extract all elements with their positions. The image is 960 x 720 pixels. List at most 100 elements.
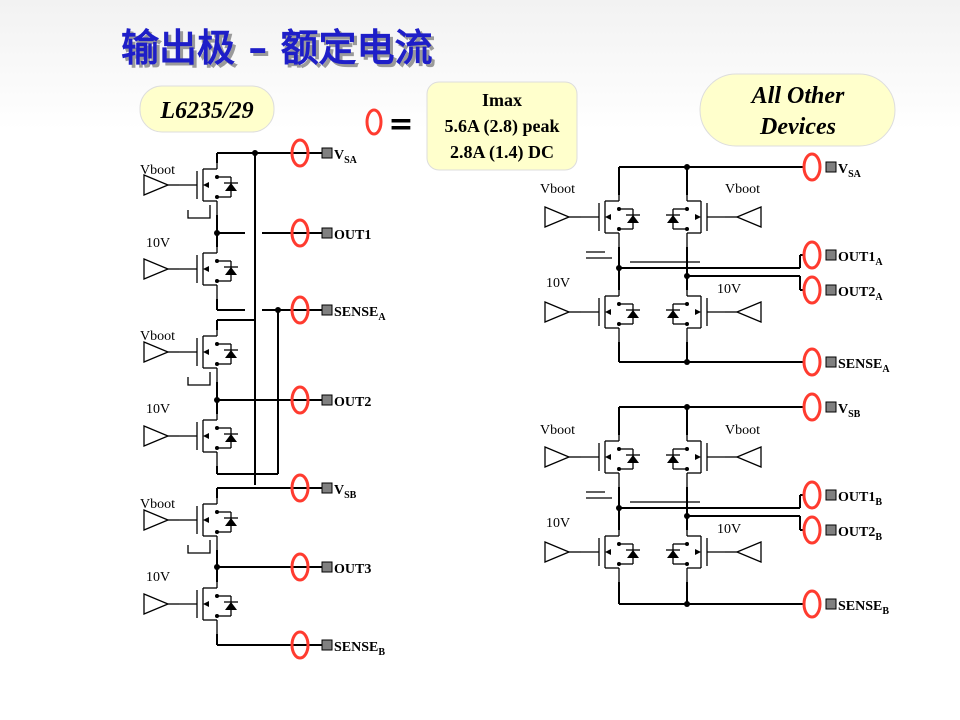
pin-label: OUT2 [838,285,875,300]
vboot-label: Vboot [140,329,175,344]
pin-label: V [334,483,344,498]
svg-text:SENSEA: SENSEA [334,305,386,323]
current-ring-icon [802,392,822,422]
svg-text:OUT1B: OUT1B [838,490,882,508]
current-ring-icon [290,473,310,503]
current-ring-icon [290,385,310,415]
pin-out3: OUT3 [290,552,371,582]
pin-out2a: OUT2A [802,275,883,305]
pin-label: OUT2 [838,525,875,540]
pin-label: SENSE [334,305,378,320]
pin-label: V [838,402,848,417]
pin-vsb: VSB [802,392,861,422]
pin-vsb: VSB [290,473,357,503]
svg-text:VSA: VSA [334,148,358,166]
vboot-label: Vboot [725,182,760,197]
right-label-line2: Devices [759,114,836,140]
current-ring-icon [802,480,822,510]
pin-sub: B [875,497,882,508]
current-ring-icon [290,138,310,168]
pin-label: OUT2 [334,395,371,410]
svg-text:OUT1: OUT1 [334,228,371,243]
pin-label: SENSE [334,640,378,655]
pin-label: OUT1 [334,228,371,243]
current-ring-icon [802,515,822,545]
pin-label: V [334,148,344,163]
pin-label: V [838,162,848,177]
imax-peak: 5.6A (2.8) peak [444,116,559,137]
left-circuit: Vboot 10V Vboot 10V Vboot 10V VSA OUT1 S… [140,138,386,660]
pin-sensea: SENSEA [802,347,890,377]
current-ring-icon [290,552,310,582]
current-ring-icon [802,347,822,377]
left-label-box [139,85,275,133]
right-circuit-b: Vboot Vboot 10V 10V VSB OUT1B OUT2B SENS… [540,392,889,619]
svg-text:VSA: VSA [838,162,862,180]
svg-text:OUT1A: OUT1A [838,250,883,268]
imax-box [426,81,578,171]
svg-text:OUT3: OUT3 [334,562,371,577]
imax-heading: Imax [482,90,522,110]
vboot-label: Vboot [540,423,575,438]
pin-sub: SA [344,155,358,166]
svg-text:OUT2: OUT2 [334,395,371,410]
svg-text:SENSEB: SENSEB [334,640,385,658]
v10-label: 10V [146,402,170,417]
v10-label: 10V [717,522,741,537]
page-title-shadow: 输出极 – 额定电流 [124,29,435,73]
pin-sub: SA [848,169,862,180]
current-ring-icon [802,589,822,619]
imax-dc: 2.8A (1.4) DC [450,142,554,163]
equals-sign: = [388,107,413,142]
pin-out1b: OUT1B [802,480,882,510]
pin-sub: SB [344,490,357,501]
page-title: 输出极 – 额定电流 [121,26,432,70]
svg-text:OUT2B: OUT2B [838,525,882,543]
v10-label: 10V [546,276,570,291]
pin-out2b: OUT2B [802,515,882,545]
pin-label: OUT3 [334,562,371,577]
pin-out1a: OUT1A [802,240,883,270]
pin-sub: B [882,606,889,617]
vboot-label: Vboot [725,423,760,438]
current-ring-icon [802,275,822,305]
right-circuit-a: Vboot Vboot 10V 10V VSA OUT1A OUT2A SENS… [540,152,890,377]
v10-label: 10V [146,236,170,251]
right-label-line1: All Other [750,83,845,109]
pin-sub: A [378,312,386,323]
pin-out1: OUT1 [290,218,371,248]
vboot-label: Vboot [140,163,175,178]
vboot-label: Vboot [140,497,175,512]
pin-senseb: SENSEB [802,589,889,619]
right-label-box [699,73,896,147]
ring-legend-icon [365,108,383,136]
pin-label: OUT1 [838,490,875,505]
current-ring-icon [802,152,822,182]
current-ring-icon [290,295,310,325]
current-ring-icon [290,218,310,248]
v10-label: 10V [146,570,170,585]
pin-senseb: SENSEB [290,630,385,660]
pin-sub: B [875,532,882,543]
left-label: L6235/29 [159,98,253,124]
pin-label: SENSE [838,599,882,614]
v10-label: 10V [717,282,741,297]
current-ring-icon [290,630,310,660]
svg-text:VSB: VSB [838,402,861,420]
pin-sub: B [378,647,385,658]
pin-sub: A [875,257,883,268]
v10-label: 10V [546,516,570,531]
pin-out2: OUT2 [290,385,371,415]
current-ring-icon [802,240,822,270]
pin-vsa: VSA [290,138,358,168]
pin-label: SENSE [838,357,882,372]
pin-label: OUT1 [838,250,875,265]
svg-text:SENSEA: SENSEA [838,357,890,375]
svg-text:OUT2A: OUT2A [838,285,883,303]
pin-sub: A [882,364,890,375]
pin-sub: SB [848,409,861,420]
svg-text:SENSEB: SENSEB [838,599,889,617]
svg-text:VSB: VSB [334,483,357,501]
